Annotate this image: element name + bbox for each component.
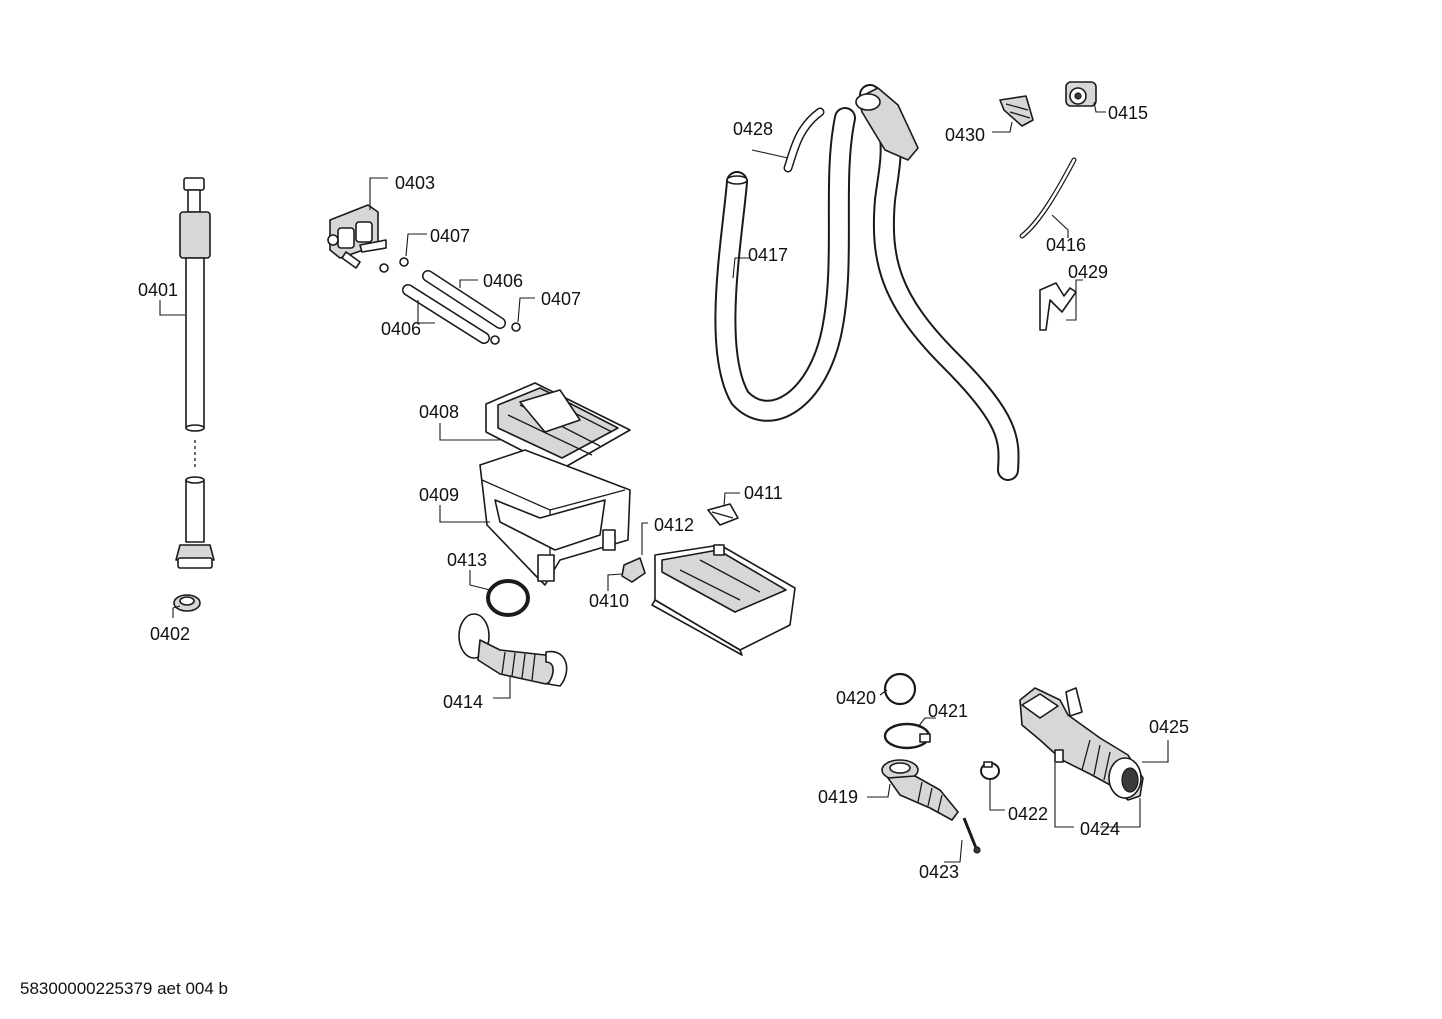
label-0413: 0413: [447, 550, 487, 570]
part-0411-clip[interactable]: [707, 503, 739, 526]
label-0421: 0421: [928, 701, 968, 721]
part-0422-clamp[interactable]: [980, 761, 1000, 780]
part-0420-ring[interactable]: [883, 672, 917, 706]
label-0406-lower: 0406: [381, 319, 421, 339]
label-0407-lower: 0407: [541, 289, 581, 309]
part-0407-hose-clip-lower[interactable]: [490, 322, 521, 345]
part-0413-seal-ring[interactable]: [486, 579, 530, 617]
label-0414: 0414: [443, 692, 483, 712]
part-dispenser-drawer[interactable]: [651, 544, 796, 656]
part-0423-screw[interactable]: [962, 817, 981, 854]
part-0417-drain-hose[interactable]: [714, 107, 856, 422]
label-0411: 0411: [744, 483, 783, 503]
label-0430: 0430: [945, 125, 985, 145]
label-0402: 0402: [150, 624, 190, 644]
label-0412: 0412: [654, 515, 694, 535]
part-0430-bracket[interactable]: [999, 95, 1034, 127]
label-0407-upper: 0407: [430, 226, 470, 246]
label-0408: 0408: [419, 402, 459, 422]
label-0416: 0416: [1046, 235, 1086, 255]
part-0416-tube[interactable]: [1019, 157, 1077, 239]
label-0401: 0401: [138, 280, 178, 300]
leader-lines: [159, 101, 1169, 863]
part-outlet-hose[interactable]: [855, 84, 1020, 481]
part-0419-sump-hose[interactable]: [881, 759, 959, 821]
part-0401-inlet-hose[interactable]: [175, 177, 215, 569]
label-0403: 0403: [395, 173, 435, 193]
label-0417: 0417: [748, 245, 788, 265]
label-0428: 0428: [733, 119, 773, 139]
part-0403-solenoid-valve[interactable]: [327, 204, 387, 269]
label-0423: 0423: [919, 862, 959, 882]
label-0406-upper: 0406: [483, 271, 523, 291]
label-0409: 0409: [419, 485, 459, 505]
part-0410-siphon-cap[interactable]: [621, 557, 646, 583]
part-0406-hose-pieces[interactable]: [402, 270, 506, 344]
label-0422: 0422: [1008, 804, 1048, 824]
label-0415: 0415: [1108, 103, 1148, 123]
label-0424: 0424: [1080, 819, 1120, 839]
label-0410: 0410: [589, 591, 629, 611]
part-0415-pressure-switch[interactable]: [1065, 81, 1097, 107]
label-0425: 0425: [1149, 717, 1189, 737]
label-0420: 0420: [836, 688, 876, 708]
part-0408-dispenser-cover[interactable]: [485, 382, 631, 471]
part-0402-filter-washer[interactable]: [173, 594, 201, 612]
part-0428-hose-piece[interactable]: [783, 107, 825, 173]
part-0414-bellows-hose[interactable]: [458, 613, 568, 687]
part-number-labels: 0401 0402 0403 0407 0406 0407 0406 0408 …: [138, 103, 1189, 882]
part-0407-hose-clip-upper[interactable]: [379, 257, 409, 273]
part-0409-dispenser-housing[interactable]: [479, 449, 631, 586]
label-0429: 0429: [1068, 262, 1108, 282]
part-0424-0425-drain-pump[interactable]: [1019, 687, 1144, 801]
part-0429-holder[interactable]: [1039, 282, 1077, 331]
label-0419: 0419: [818, 787, 858, 807]
document-code: 58300000225379 aet 004 b: [20, 979, 228, 998]
part-0421-hose-clamp[interactable]: [883, 722, 931, 750]
